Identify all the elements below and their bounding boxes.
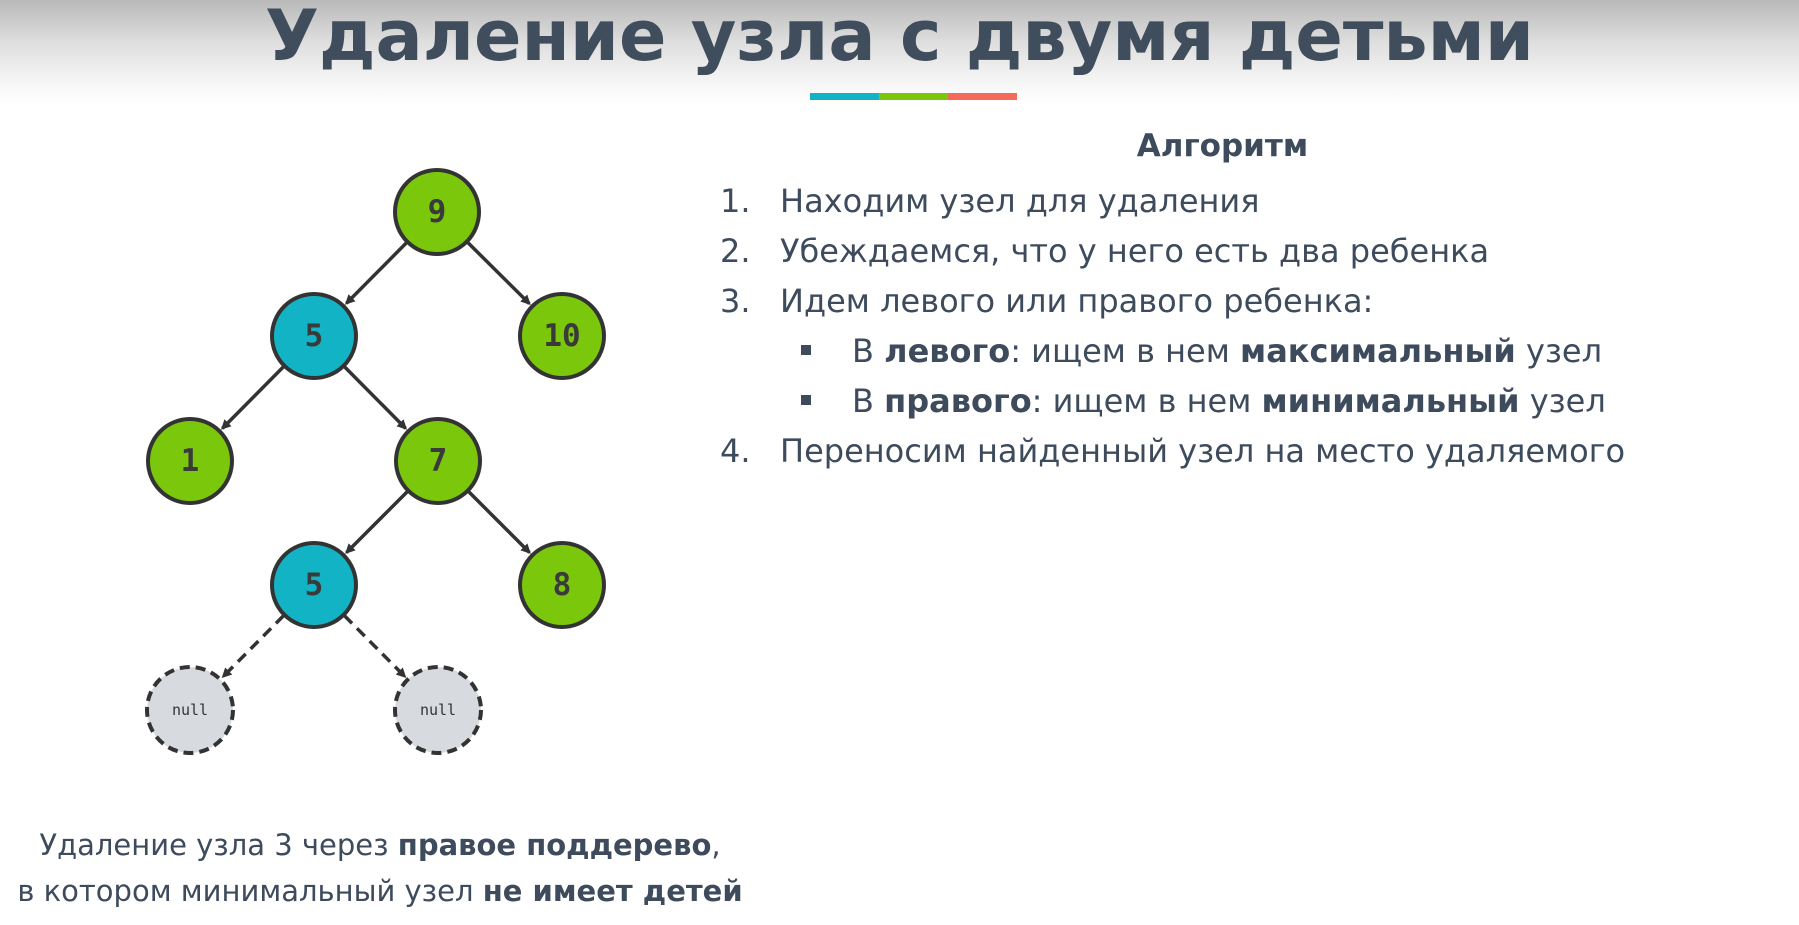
- node-label: null: [420, 701, 456, 719]
- null-node: null: [145, 665, 235, 755]
- node-label: 5: [305, 318, 324, 354]
- header-background: [0, 0, 1799, 105]
- node-circle: [393, 168, 481, 256]
- node-circle: [145, 665, 235, 755]
- algorithm-step-1: 1. Находим узел для удаления: [720, 176, 1780, 226]
- step-text: Переносим найденный узел на место удаляе…: [780, 432, 1626, 470]
- tree-edge-n5a-n7: [343, 365, 408, 430]
- algorithm-step-4: 4. Переносим найденный узел на место уда…: [720, 426, 1780, 476]
- node-circle: [393, 665, 483, 755]
- substep-middle: : ищем в нем: [1010, 332, 1241, 370]
- node-label: 10: [543, 318, 580, 354]
- algorithm-substep-right: В правого: ищем в нем минимальный узел: [720, 376, 1780, 426]
- title-underline: [810, 93, 1017, 100]
- step-number: 2.: [720, 232, 751, 270]
- caption-text: Удаление узла 3 через: [39, 828, 398, 862]
- step-text: Находим узел для удаления: [780, 182, 1260, 220]
- substep-prefix: В: [852, 332, 885, 370]
- underline-green-segment: [879, 93, 948, 100]
- underline-red-segment: [948, 93, 1017, 100]
- caption-line-2: в котором минимальный узел не имеет дете…: [0, 868, 760, 914]
- tree-node: 5: [270, 541, 358, 629]
- square-bullet-icon: [801, 345, 811, 355]
- node-circle: [518, 541, 606, 629]
- node-label: 9: [428, 194, 447, 230]
- algorithm-substep-left: В левого: ищем в нем максимальный узел: [720, 326, 1780, 376]
- underline-teal-segment: [810, 93, 879, 100]
- substep-bold-target: максимальный: [1240, 332, 1516, 370]
- node-circle: [270, 541, 358, 629]
- node-circle: [518, 292, 606, 380]
- caption-line-1: Удаление узла 3 через правое поддерево,: [0, 822, 760, 868]
- algorithm-steps: 1. Находим узел для удаления 2. Убеждаем…: [720, 176, 1780, 476]
- tree-node: 1: [146, 417, 234, 505]
- tree-edge-n9-n5a: [344, 241, 408, 305]
- step-number: 4.: [720, 432, 751, 470]
- algorithm-step-2: 2. Убеждаемся, что у него есть два ребен…: [720, 226, 1780, 276]
- binary-tree-diagram: 9 5 10 1 7 5 8 null null: [145, 168, 606, 755]
- algorithm-step-3: 3. Идем левого или правого ребенка:: [720, 276, 1780, 326]
- node-circle: [146, 417, 234, 505]
- caption-bold-text: правое поддерево: [397, 828, 712, 862]
- node-circle: [394, 417, 482, 505]
- algorithm-heading: Алгоритм: [1136, 128, 1309, 164]
- caption-bold-text: не имеет детей: [482, 874, 743, 908]
- step-number: 3.: [720, 282, 751, 320]
- node-label: 5: [305, 567, 324, 603]
- step-text: Идем левого или правого ребенка:: [780, 282, 1374, 320]
- tree-node: 7: [394, 417, 482, 505]
- node-label: 7: [429, 443, 448, 479]
- substep-bold-direction: правого: [884, 382, 1032, 420]
- node-label: null: [172, 701, 208, 719]
- tree-nodes: 9 5 10 1 7 5 8 null null: [145, 168, 606, 755]
- tree-edge-n5a-n1: [220, 365, 285, 430]
- step-number: 1.: [720, 182, 751, 220]
- tree-edge-n5b-null1: [221, 614, 285, 679]
- node-label: 1: [181, 443, 200, 479]
- tree-edges: [220, 241, 531, 679]
- substep-text: В правого: ищем в нем минимальный узел: [852, 376, 1606, 426]
- diagram-caption: Удаление узла 3 через правое поддерево, …: [0, 822, 760, 914]
- tree-node: 10: [518, 292, 606, 380]
- caption-text: ,: [711, 828, 721, 862]
- substep-bold-target: минимальный: [1261, 382, 1520, 420]
- tree-edge-n7-n5b: [345, 490, 409, 554]
- substep-suffix: узел: [1515, 332, 1603, 370]
- square-bullet-icon: [801, 395, 811, 405]
- null-node: null: [393, 665, 483, 755]
- node-label: 8: [553, 567, 572, 603]
- substep-middle: : ищем в нем: [1031, 382, 1262, 420]
- tree-edge-n9-n10: [466, 241, 531, 306]
- tree-edge-n7-n8: [467, 490, 531, 554]
- tree-node: 5: [270, 292, 358, 380]
- substep-prefix: В: [852, 382, 885, 420]
- page-title: Удаление узла с двумя детьми: [265, 0, 1534, 77]
- caption-text: в котором минимальный узел: [17, 874, 483, 908]
- tree-node: 8: [518, 541, 606, 629]
- tree-edge-n5b-null2: [343, 614, 407, 679]
- substep-suffix: узел: [1519, 382, 1606, 420]
- step-text: Убеждаемся, что у него есть два ребенка: [780, 232, 1490, 270]
- node-circle: [270, 292, 358, 380]
- tree-node: 9: [393, 168, 481, 256]
- substep-text: В левого: ищем в нем максимальный узел: [852, 326, 1602, 376]
- substep-bold-direction: левого: [884, 332, 1011, 370]
